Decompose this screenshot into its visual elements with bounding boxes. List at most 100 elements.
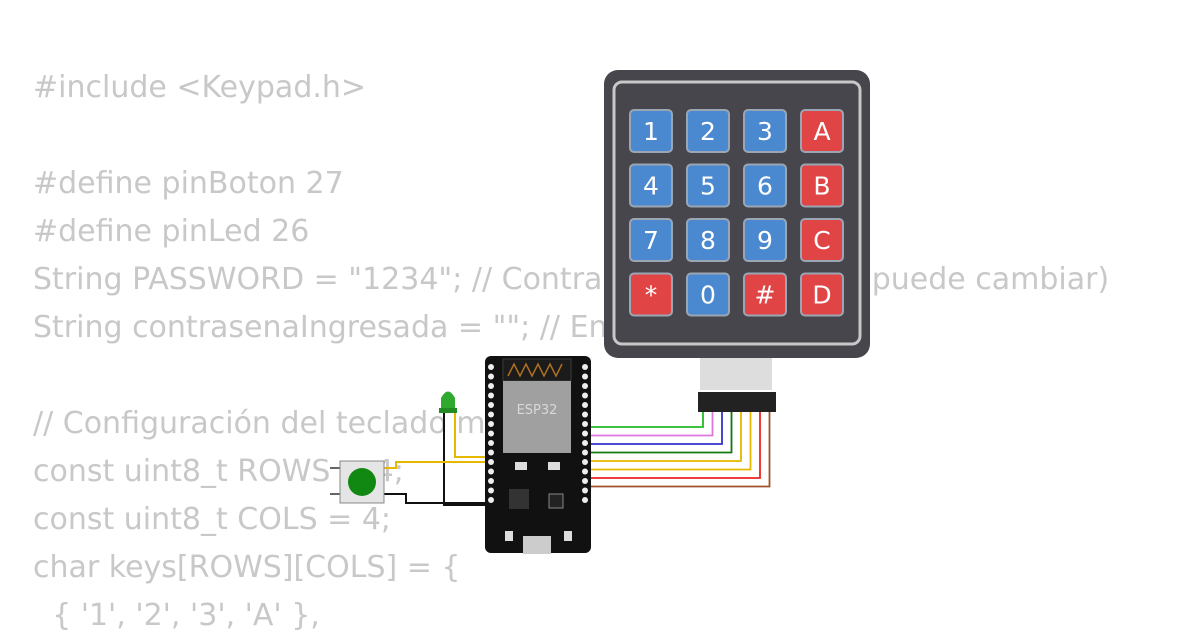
pin-left [488,411,494,418]
pin-left [488,440,494,446]
led-ground-wire [443,412,492,506]
pin-left [488,364,494,370]
usb-port [523,536,551,554]
key-6[interactable]: 6 [743,163,787,208]
key-label: 6 [757,172,773,201]
keypad-wire [585,410,714,437]
pin-right [582,449,588,456]
key-0[interactable]: 0 [686,272,730,317]
code-line: { '1', '2', '3', 'A' }, [33,598,320,633]
pin-left [488,383,494,389]
board-antenna [502,358,572,382]
pin-left [488,497,494,503]
pin-left [488,421,494,427]
key-B[interactable]: B [800,163,844,208]
code-line: char keys[ROWS][COLS] = { [33,550,461,585]
key-label: B [813,172,830,201]
key-label: C [813,226,830,255]
pushbutton[interactable] [330,460,385,504]
pin-left [488,459,494,465]
boot-button [505,531,513,541]
pin-right [582,411,588,418]
key-label: D [812,281,831,310]
pin-right [582,373,588,380]
esp32-board[interactable]: ESP32 [485,356,591,554]
code-line: #define pinBoton 27 [33,166,344,201]
regulator [509,489,529,509]
pin-left [488,468,494,475]
key-7[interactable]: 7 [629,218,673,262]
keypad-connector-pins [700,358,772,390]
pin-right [582,421,588,427]
usb-chip [548,493,564,509]
keypad-wire [585,410,771,488]
pin-left [488,402,494,408]
pin-right [582,478,588,484]
esp32-module [503,381,571,453]
smd-part [548,462,560,470]
pin-right [582,364,588,370]
key-label: 9 [757,226,773,255]
code-line: #include <Keypad.h> [33,70,367,105]
key-8[interactable]: 8 [686,218,730,262]
key-label: 7 [643,226,659,255]
pin-right [582,497,588,503]
keypad-wire [585,410,704,428]
key-label: * [645,281,658,310]
green-led[interactable] [439,391,457,414]
pin-right [582,430,588,437]
key-label: 4 [643,172,659,201]
key-9[interactable]: 9 [743,218,787,262]
en-button [564,531,572,541]
key-label: A [813,117,830,146]
board-pins [488,364,588,503]
keypad-frame [612,80,862,346]
keypad-wire [585,410,733,454]
keypad-wires [585,410,771,488]
smd-part [515,462,527,470]
code-line: #define pinLed 26 [33,214,310,249]
pin-left [488,487,494,494]
key-4[interactable]: 4 [629,163,673,208]
button-ground-wire [384,493,492,504]
led-button-wires [384,411,492,506]
key-A[interactable]: A [800,109,844,153]
pin-right [582,392,588,399]
pin-right [582,459,588,465]
pin-right [582,440,588,446]
key-1[interactable]: 1 [629,109,673,153]
key-label: 3 [757,117,773,146]
keypad-wire [585,410,761,479]
board-label: ESP32 [517,403,558,418]
pin-left [488,449,494,456]
keypad-wire [585,410,752,471]
key-#[interactable]: # [743,272,787,317]
key-2[interactable]: 2 [686,109,730,153]
pin-left [488,373,494,380]
pin-right [582,402,588,408]
key-label: 0 [700,281,716,310]
key-label: 2 [700,117,716,146]
led-body [441,391,455,410]
keypad-wire [585,410,742,462]
code-line: const uint8_t ROWS = 4; [33,454,404,489]
key-label: 5 [700,172,716,201]
pin-right [582,468,588,475]
keypad-wire [585,410,723,445]
code-line: const uint8_t COLS = 4; [33,502,392,537]
pin-left [488,392,494,399]
key-label: # [755,281,776,310]
key-3[interactable]: 3 [743,109,787,153]
key-C[interactable]: C [800,218,844,262]
keypad-connector-header [698,392,776,412]
key-*[interactable]: * [629,272,673,317]
pin-right [582,383,588,389]
pin-left [488,478,494,484]
key-D[interactable]: D [800,272,844,317]
pin-left [488,430,494,437]
button-cap [348,468,376,496]
key-5[interactable]: 5 [686,163,730,208]
